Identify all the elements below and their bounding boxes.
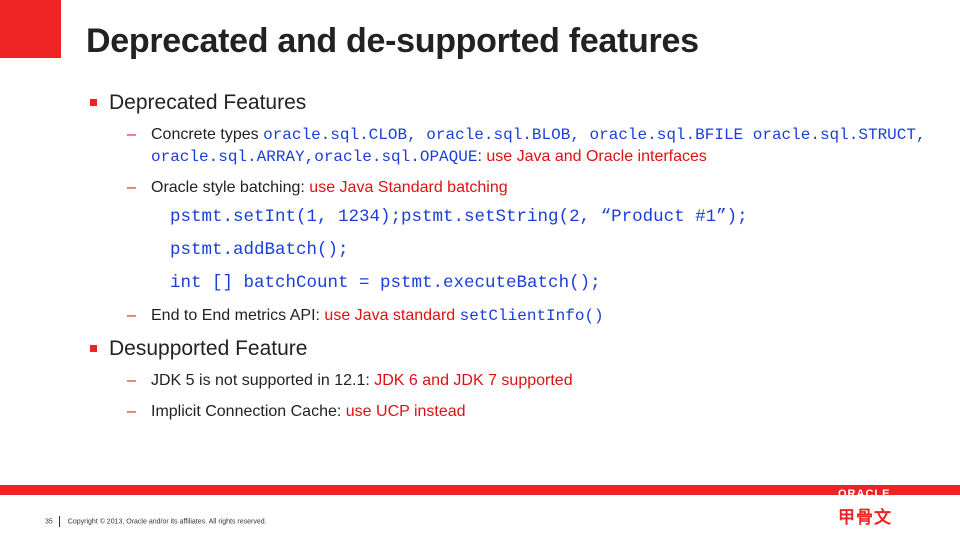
footer-bar [0, 485, 960, 495]
subitem-note: use Java Standard batching [309, 179, 508, 196]
copyright-text: Copyright © 2013, Oracle and/or its affi… [67, 518, 267, 526]
bullet-deprecated-features: Deprecated Features [90, 90, 950, 116]
square-bullet-icon [90, 99, 97, 106]
subitem-sep: : [477, 148, 487, 165]
oracle-logo: ORACLE [838, 488, 891, 500]
subitem-intro: Implicit Connection Cache: [151, 403, 346, 420]
chinese-logo: 甲骨文 [838, 508, 892, 527]
page-number: 35 [45, 518, 53, 526]
subitem-code: oracle.sql.CLOB, oracle.sql.BLOB, oracle… [151, 126, 926, 166]
bullet-label: Desupported Feature [109, 337, 308, 360]
subitem-concrete-types: – Concrete types oracle.sql.CLOB, oracle… [90, 124, 950, 168]
subitem-implicit-cache: – Implicit Connection Cache: use UCP ins… [90, 401, 950, 423]
subitem-note: use Java and Oracle interfaces [486, 148, 707, 165]
subitem-note: use UCP instead [345, 403, 466, 420]
subitem-code: setClientInfo() [459, 307, 604, 325]
code-line: pstmt.setInt(1, 1234);pstmt.setString(2,… [170, 207, 748, 227]
dash-marker: – [127, 403, 136, 420]
subitem-intro: JDK 5 is not supported in 12.1: [151, 372, 375, 389]
footer-divider [58, 516, 60, 527]
bullet-label: Deprecated Features [109, 91, 307, 114]
slide-title: Deprecated and de-supported features [86, 22, 699, 60]
code-line: int [] batchCount = pstmt.executeBatch()… [170, 273, 601, 293]
subitem-metrics-api: – End to End metrics API: use Java stand… [90, 305, 950, 327]
dash-marker: – [127, 307, 136, 324]
subitem-intro: Oracle style batching: [151, 179, 310, 196]
subitem-note: use Java standard [324, 307, 460, 324]
corner-accent-block [0, 0, 61, 58]
slide-content: Deprecated Features – Concrete types ora… [90, 90, 950, 432]
dash-marker: – [127, 372, 136, 389]
subitem-note: JDK 6 and JDK 7 supported [374, 372, 573, 389]
code-line: pstmt.addBatch(); [170, 240, 349, 260]
subitem-jdk5: – JDK 5 is not supported in 12.1: JDK 6 … [90, 370, 950, 392]
footer-copyright-line: 35 Copyright © 2013, Oracle and/or its af… [45, 516, 267, 527]
subitem-oracle-batching: – Oracle style batching: use Java Standa… [90, 177, 950, 199]
subitem-intro: Concrete types [151, 126, 264, 143]
square-bullet-icon [90, 345, 97, 352]
dash-marker: – [127, 126, 136, 143]
dash-marker: – [127, 179, 136, 196]
subitem-intro: End to End metrics API: [151, 307, 325, 324]
bullet-desupported-feature: Desupported Feature [90, 336, 950, 362]
